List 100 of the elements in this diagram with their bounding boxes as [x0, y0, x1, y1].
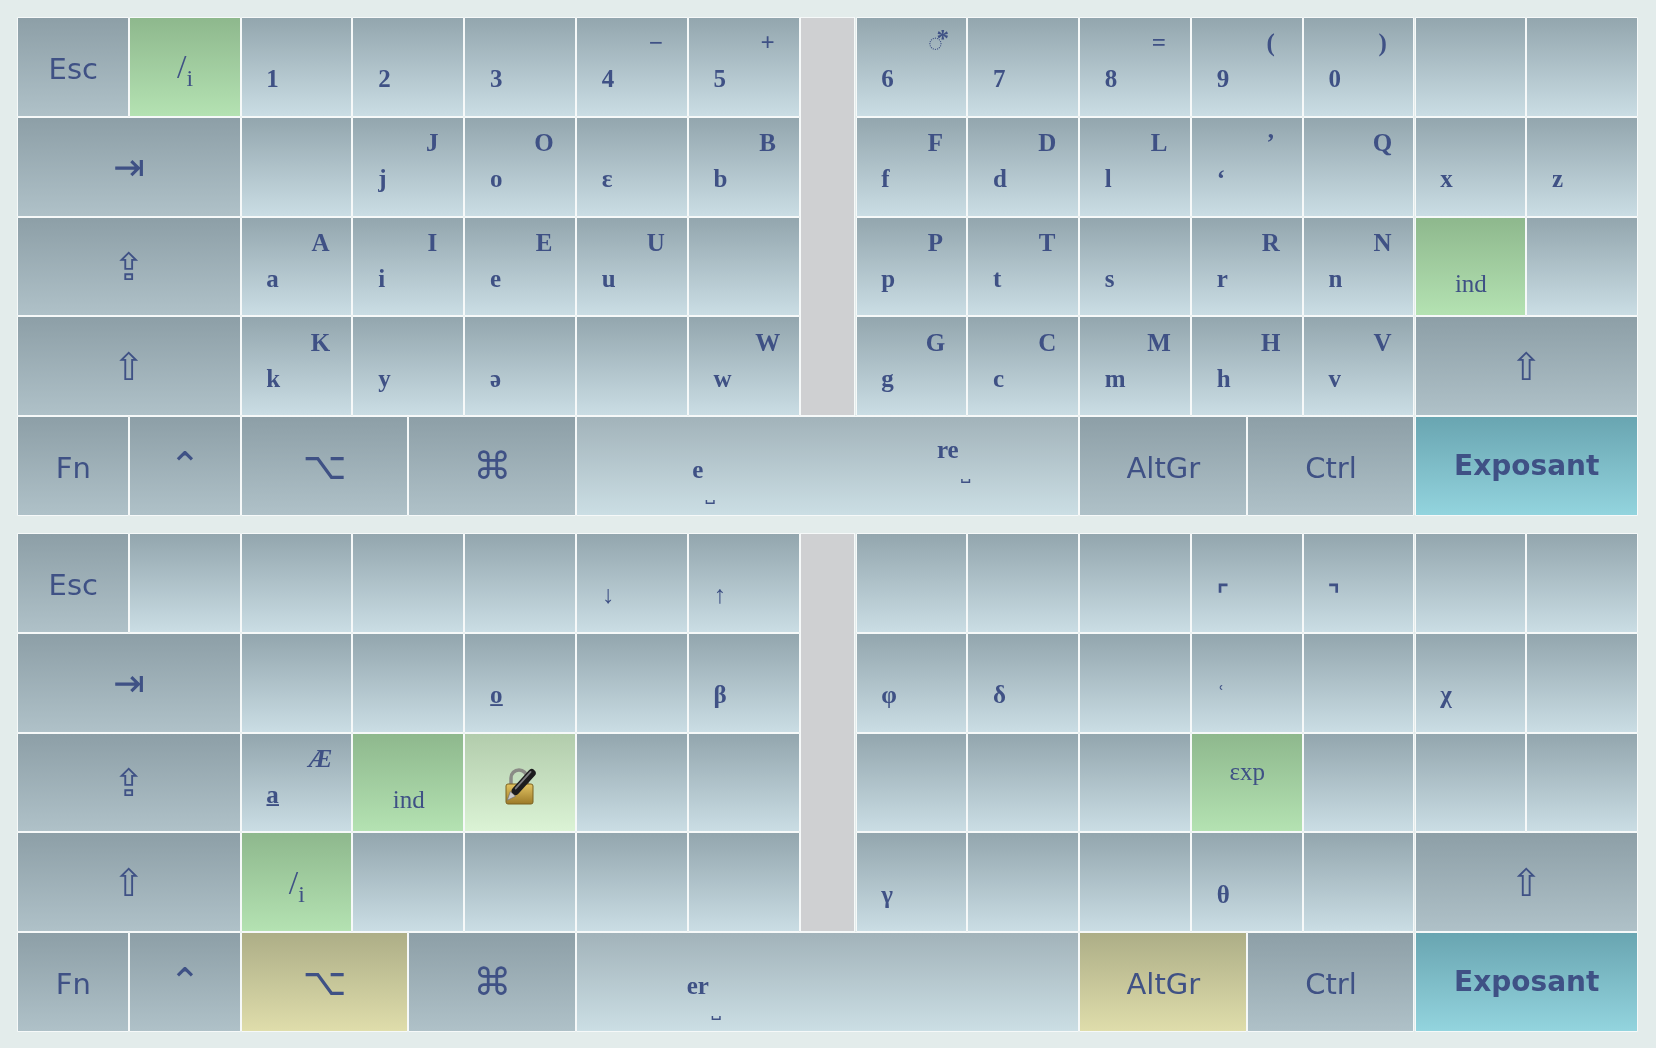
shift-label: U [645, 227, 666, 258]
key-label: 8 [1103, 63, 1119, 94]
keyboard-key [1079, 316, 1191, 417]
keyboard-key [855, 216, 968, 317]
keyboard-key [967, 832, 1080, 933]
keyboard-key [1302, 316, 1415, 417]
keyboard-key [240, 932, 409, 1032]
keyboard-key [1526, 533, 1639, 633]
shift-label: I [426, 227, 439, 258]
key-symbol: ⌥ [301, 443, 348, 491]
key-label: c [992, 363, 1006, 394]
key-label: φ [880, 679, 898, 710]
key-label: d [992, 163, 1008, 194]
key-label: /$_{i}$ [175, 47, 195, 94]
keyboard-key [352, 116, 465, 217]
key-label: a̲ [265, 779, 280, 810]
key-label: g [880, 363, 895, 394]
key-label: Fn [54, 450, 92, 488]
keyboard-key [240, 632, 353, 733]
key-label: ‘ [1215, 163, 1226, 194]
keyboard-key [967, 316, 1080, 417]
key-label: 2 [377, 63, 392, 94]
keyboard-key [464, 17, 576, 117]
shift-label: + [759, 27, 776, 58]
keyboard-key [576, 17, 688, 117]
keyboard-key [967, 216, 1080, 317]
keyboard-key [240, 116, 353, 217]
key-label: m [1103, 363, 1127, 394]
key-label: s [1103, 263, 1116, 294]
keyboard-key [408, 416, 576, 516]
keyboard-key [1302, 17, 1415, 117]
keyboard-key [464, 533, 576, 633]
divider-bar [799, 533, 856, 933]
key-label: ʿ [1215, 679, 1226, 710]
key-label: θ [1215, 879, 1231, 910]
keyboard-key [1414, 116, 1527, 217]
keyboard-key [464, 216, 576, 317]
key-label: ↓ [600, 579, 616, 610]
shift-label: ◌⃰ [924, 23, 948, 59]
key-label: 9 [1215, 63, 1231, 94]
keyboard-key [576, 533, 688, 633]
key-label: Ctrl [1304, 450, 1358, 488]
keyboard-key [1079, 632, 1191, 733]
space-symbol: ␣ [959, 466, 973, 485]
keyboard-key [855, 732, 968, 833]
keyboard-key [464, 832, 576, 933]
keyboard-key [1414, 216, 1527, 317]
keyboard-key [1190, 533, 1303, 633]
keyboard-key [352, 17, 465, 117]
keyboard-key [855, 17, 968, 117]
key-label: Exposant [1453, 964, 1601, 1001]
key-label: u [600, 263, 617, 294]
keyboard-key [1079, 17, 1191, 117]
keyboard-key [17, 832, 241, 933]
key-label: v [1327, 363, 1342, 394]
keyboard-key [967, 17, 1080, 117]
keyboard-key [352, 832, 465, 933]
keyboard-key [576, 316, 688, 417]
space-symbol: ␣ [703, 487, 717, 506]
key-symbol: ⌥ [301, 959, 348, 1007]
shift-label: N [1372, 227, 1393, 258]
key-label: ind [391, 784, 426, 815]
keyboard-key [17, 416, 129, 516]
keyboard-key [1246, 416, 1415, 516]
keyboard-key [967, 116, 1080, 217]
keyboard-key [240, 832, 353, 933]
key-label: a [265, 263, 280, 294]
key-label: i [377, 263, 387, 294]
key-label: y [377, 363, 392, 394]
keyboard-key [128, 416, 241, 516]
keyboard-key [687, 632, 800, 733]
keyboard-key [1302, 116, 1415, 217]
keyboard-key [1526, 216, 1639, 317]
keyboard-key [352, 316, 465, 417]
shift-label: G [924, 327, 947, 358]
key-label: ɛxp [1228, 756, 1267, 787]
keyboard-key [352, 732, 465, 833]
key-label: Fn [54, 966, 92, 1004]
keyboard-key [17, 533, 129, 633]
key-label: δ [992, 679, 1007, 710]
keyboard-key [1414, 832, 1639, 933]
divider-bar [799, 17, 856, 417]
shift-label: H [1260, 327, 1282, 358]
keyboard-key [17, 932, 129, 1032]
keyboard-key [240, 17, 353, 117]
keyboard-key [240, 416, 409, 516]
key-symbol: ⇧ [1509, 860, 1544, 908]
keyboard-key [1190, 632, 1303, 733]
key-label: h [1215, 363, 1232, 394]
key-label: 0 [1327, 63, 1342, 94]
keyboard-key [408, 932, 576, 1032]
keyboard-key [687, 832, 800, 933]
keyboard-key [1526, 632, 1639, 733]
shift-label: B [758, 127, 777, 158]
shift-label: P [926, 227, 944, 258]
key-label: 1 [265, 63, 280, 94]
key-label: ind [1453, 268, 1488, 299]
keyboard-key [352, 216, 465, 317]
shift-label: L [1149, 127, 1169, 158]
key-label: β [712, 679, 728, 710]
